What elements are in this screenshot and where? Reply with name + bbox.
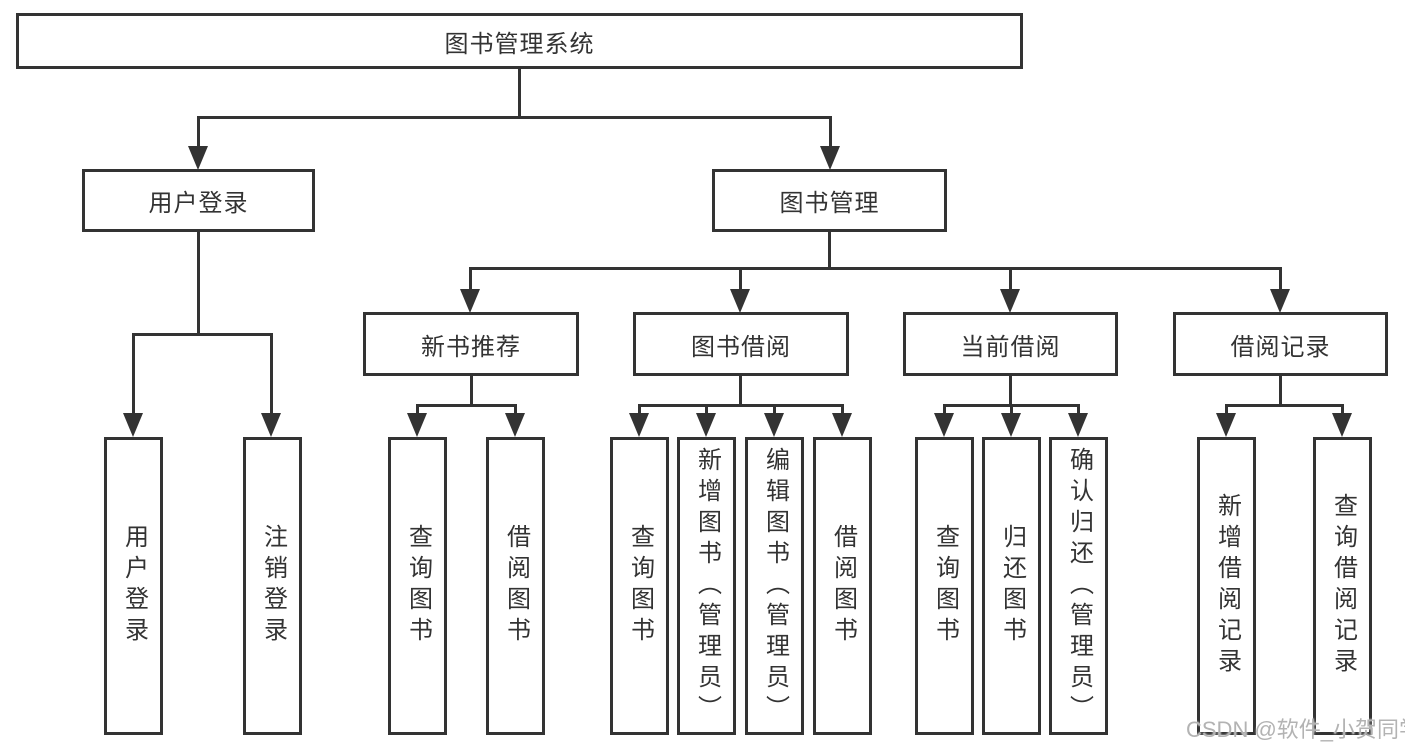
connector-line: [518, 67, 521, 118]
node-book-borrow: 图书借阅: [633, 312, 849, 376]
node-user-login: 用户登录: [82, 169, 315, 232]
leaf-logout: 注销登录: [243, 437, 302, 735]
arrow-down-icon: [1270, 289, 1290, 313]
connector-line: [1279, 374, 1282, 407]
arrow-down-icon: [407, 413, 427, 437]
node-user-login-label: 用户登录: [148, 190, 249, 217]
arrow-down-icon: [261, 413, 281, 437]
connector-line: [841, 404, 844, 416]
connector-line: [1077, 404, 1080, 416]
leaf-borrow-books: 借阅图书: [813, 437, 872, 735]
leaf-borrow-books-recommend: 借阅图书: [486, 437, 545, 735]
connector-line: [132, 333, 135, 415]
leaf-add-borrow-record: 新增借阅记录: [1197, 437, 1256, 735]
node-borrow-records: 借阅记录: [1173, 312, 1388, 376]
connector-line: [705, 404, 708, 416]
leaf-confirm-return-admin-label: 确认归还（管理员）: [1065, 446, 1093, 726]
connector-line: [197, 116, 200, 149]
connector-line: [773, 404, 776, 416]
arrow-down-icon: [1000, 289, 1020, 313]
arrow-down-icon: [696, 413, 716, 437]
arrow-down-icon: [188, 146, 208, 170]
leaf-user-login-label: 用户登录: [120, 524, 148, 648]
node-book-management-label: 图书管理: [779, 190, 880, 217]
arrow-down-icon: [820, 146, 840, 170]
node-new-book-recommend-label: 新书推荐: [421, 333, 521, 361]
arrow-down-icon: [730, 289, 750, 313]
connector-line: [828, 231, 831, 269]
connector-line: [739, 374, 742, 407]
arrow-down-icon: [460, 289, 480, 313]
arrow-down-icon: [123, 413, 143, 437]
node-library-system-label: 图书管理系统: [444, 30, 595, 58]
connector-line: [416, 404, 517, 407]
leaf-borrow-books-label: 借阅图书: [829, 524, 857, 648]
connector-line: [638, 404, 844, 407]
leaf-edit-books-admin-label: 编辑图书（管理员）: [761, 446, 789, 726]
connector-line: [470, 374, 473, 407]
arrow-down-icon: [832, 413, 852, 437]
leaf-add-books-admin: 新增图书（管理员）: [677, 437, 736, 735]
leaf-return-books: 归还图书: [982, 437, 1041, 735]
connector-line: [1341, 404, 1344, 416]
connector-line: [469, 267, 472, 291]
connector-line: [943, 404, 946, 416]
node-current-borrow: 当前借阅: [903, 312, 1118, 376]
leaf-return-books-label: 归还图书: [998, 524, 1026, 648]
connector-line: [829, 116, 832, 149]
leaf-query-books-recommend: 查询图书: [388, 437, 447, 735]
connector-line: [132, 333, 273, 336]
leaf-query-books-current-label: 查询图书: [931, 524, 959, 648]
connector-line: [197, 231, 200, 335]
leaf-query-books-current: 查询图书: [915, 437, 974, 735]
arrow-down-icon: [1332, 413, 1352, 437]
arrow-down-icon: [764, 413, 784, 437]
node-new-book-recommend: 新书推荐: [363, 312, 579, 376]
leaf-logout-label: 注销登录: [259, 524, 287, 648]
arrow-down-icon: [1001, 413, 1021, 437]
leaf-query-books-recommend-label: 查询图书: [404, 524, 432, 648]
connector-line: [514, 404, 517, 416]
leaf-confirm-return-admin: 确认归还（管理员）: [1049, 437, 1108, 735]
arrow-down-icon: [1216, 413, 1236, 437]
arrow-down-icon: [1068, 413, 1088, 437]
watermark: CSDN @软件_小贺同学: [1186, 717, 1405, 742]
node-borrow-records-label: 借阅记录: [1230, 333, 1331, 361]
leaf-query-books-borrow: 查询图书: [610, 437, 669, 735]
node-library-system: 图书管理系统: [16, 13, 1023, 69]
leaf-query-books-borrow-label: 查询图书: [626, 524, 654, 648]
arrow-down-icon: [505, 413, 525, 437]
connector-line: [270, 333, 273, 415]
connector-line: [1010, 404, 1013, 416]
leaf-user-login: 用户登录: [104, 437, 163, 735]
connector-line: [197, 116, 832, 119]
connector-line: [469, 267, 1282, 270]
leaf-add-borrow-record-label: 新增借阅记录: [1213, 493, 1241, 679]
connector-line: [1279, 267, 1282, 291]
arrow-down-icon: [629, 413, 649, 437]
leaf-borrow-books-recommend-label: 借阅图书: [502, 524, 530, 648]
node-book-management: 图书管理: [712, 169, 947, 232]
connector-line: [1009, 267, 1012, 291]
node-book-borrow-label: 图书借阅: [691, 333, 791, 361]
arrow-down-icon: [934, 413, 954, 437]
node-current-borrow-label: 当前借阅: [960, 333, 1061, 361]
leaf-query-borrow-record-label: 查询借阅记录: [1329, 493, 1357, 679]
leaf-edit-books-admin: 编辑图书（管理员）: [745, 437, 804, 735]
leaf-query-borrow-record: 查询借阅记录: [1313, 437, 1372, 735]
connector-line: [1009, 374, 1012, 407]
connector-line: [416, 404, 419, 416]
leaf-add-books-admin-label: 新增图书（管理员）: [693, 446, 721, 726]
connector-line: [638, 404, 641, 416]
connector-line: [1225, 404, 1228, 416]
connector-line: [1225, 404, 1344, 407]
connector-line: [739, 267, 742, 291]
